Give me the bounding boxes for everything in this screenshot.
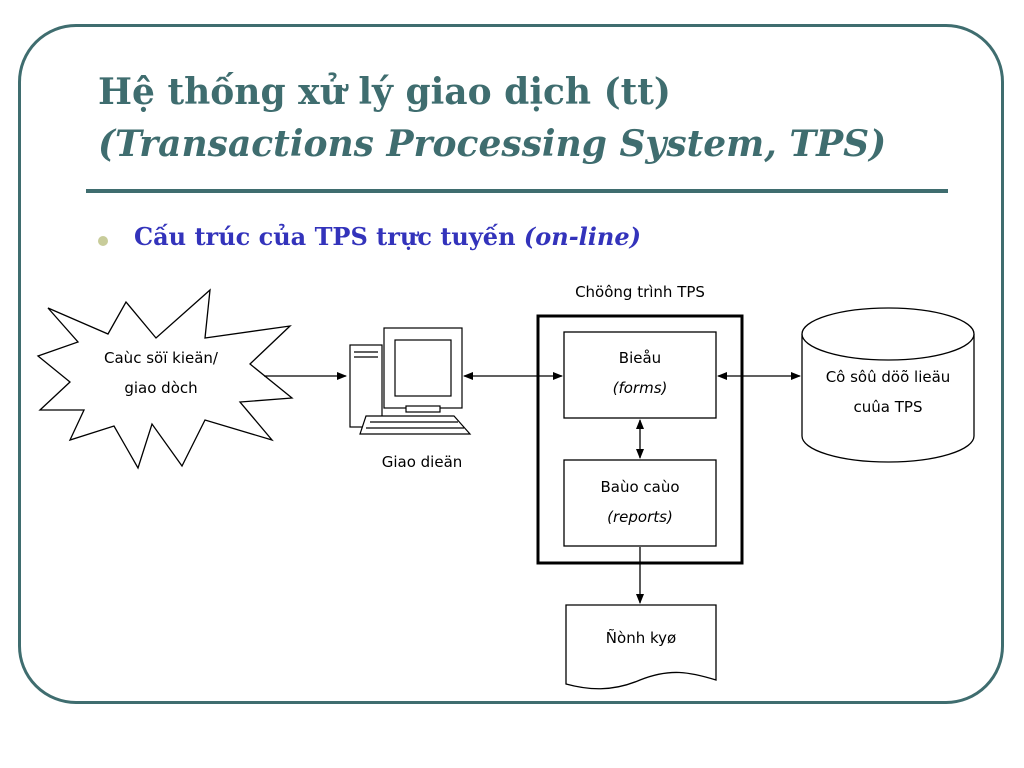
event-label-line-2: giao dòch (124, 379, 198, 397)
title-line-1: Hệ thống xử lý giao dịch (tt) (98, 71, 671, 113)
event-label: Caùc söï kieän/ giao dòch (86, 343, 236, 403)
forms-label-line-2: (forms) (612, 379, 668, 397)
database-label: Cô sôû döõ lieäu cuûa TPS (802, 362, 974, 422)
forms-label: Bieåu (forms) (564, 343, 716, 403)
reports-label: Baùo caùo (reports) (564, 472, 716, 532)
database-cylinder-icon (801, 307, 975, 463)
event-starburst-shape (36, 288, 294, 470)
forms-label-line-1: Bieåu (618, 349, 662, 367)
program-label: Chöông trình TPS (575, 283, 705, 301)
slide-frame (18, 24, 1004, 704)
reports-label-line-1: Baùo caùo (600, 478, 680, 496)
computer-icon (349, 327, 472, 435)
event-label-line-1: Caùc söï kieän/ (104, 349, 218, 367)
reports-box (563, 459, 717, 547)
slide-title: Hệ thống xử lý giao dịch (tt) (Transacti… (98, 66, 948, 170)
bullet-heading-italic: (on-line) (523, 222, 641, 251)
bullet-icon (98, 236, 108, 246)
bullet-heading-text: Cấu trúc của TPS trực tuyến (134, 222, 524, 251)
interface-label: Giao dieän (381, 453, 463, 471)
title-divider (86, 189, 948, 193)
document-shape (565, 604, 717, 690)
database-label-line-2: cuûa TPS (853, 398, 923, 416)
forms-box (563, 331, 717, 419)
bullet-heading: Cấu trúc của TPS trực tuyến (on-line) (134, 222, 641, 251)
document-label: Ñònh kyø (605, 629, 677, 647)
title-line-2: (Transactions Processing System, TPS) (98, 123, 887, 165)
reports-label-line-2: (reports) (607, 508, 673, 526)
database-label-line-1: Cô sôû döõ lieäu (825, 368, 951, 386)
